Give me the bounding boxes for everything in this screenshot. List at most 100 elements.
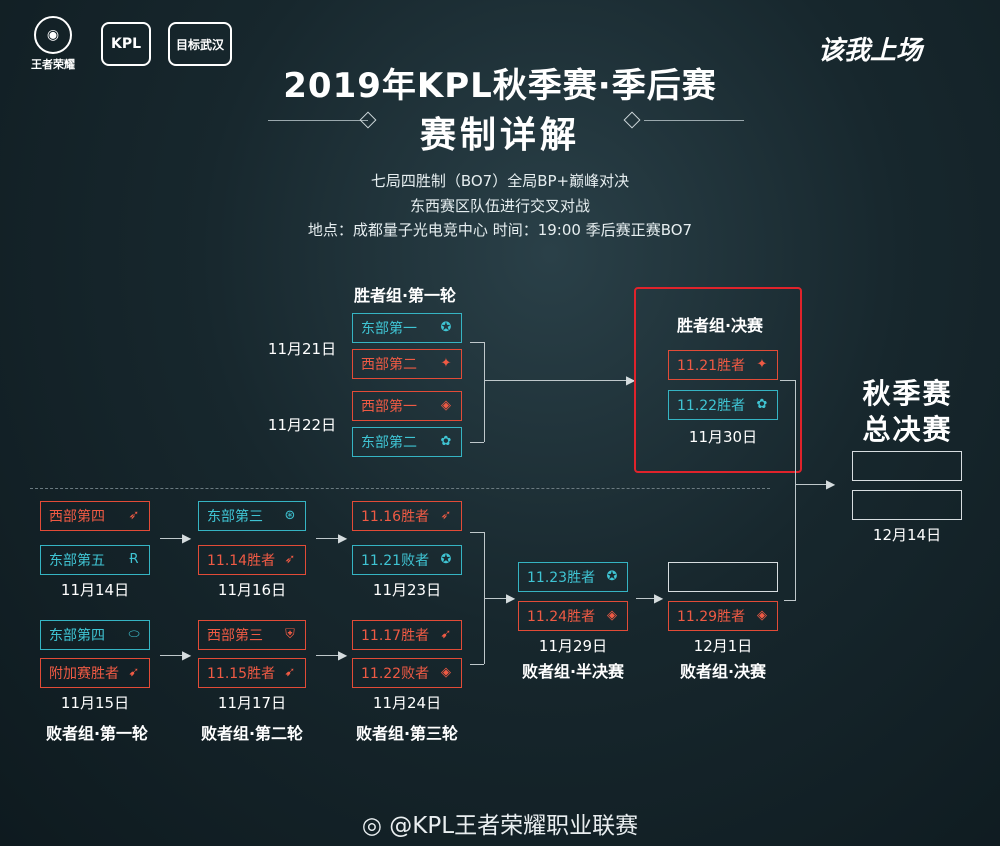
match-box-label: 东部第四 bbox=[49, 628, 105, 644]
team-logo-icon: ✦ bbox=[440, 356, 452, 371]
grand-final-date: 12月14日 bbox=[872, 526, 942, 544]
team-logo-icon: ✪ bbox=[606, 569, 618, 584]
team-logo-icon: ⬭ bbox=[128, 627, 140, 642]
info-line-3: 地点：成都量子光电竞中心 时间：19:00 季后赛正赛BO7 bbox=[307, 221, 693, 239]
match-box-label: 11.15胜者 bbox=[207, 666, 276, 682]
match-box-west-1: 西部第一 ◈ bbox=[352, 391, 462, 421]
info-line-2: 东西赛区队伍进行交叉对战 bbox=[409, 197, 590, 215]
connector bbox=[316, 655, 342, 656]
connector bbox=[160, 538, 186, 539]
losers-r1-title: 败者组·第一轮 bbox=[45, 724, 149, 743]
connector bbox=[470, 342, 484, 343]
match-box-label: 西部第二 bbox=[361, 357, 417, 373]
connector bbox=[636, 598, 658, 599]
connector bbox=[470, 532, 484, 533]
losers-final-winner-1129: 11.29胜者◈ bbox=[668, 601, 778, 631]
losers-r3-loser-1121: 11.21败者✪ bbox=[352, 545, 462, 575]
connector bbox=[470, 442, 484, 443]
losers-r2-east-3: 东部第三 ⊛ bbox=[198, 501, 306, 531]
losers-semi-title: 败者组·半决赛 bbox=[521, 662, 625, 681]
wangzhe-logo-text: 王者荣耀 bbox=[31, 58, 75, 71]
team-logo-icon: ➶ bbox=[128, 508, 140, 523]
match-box-label: 11.22败者 bbox=[361, 666, 430, 682]
connector bbox=[470, 664, 484, 665]
winners-final-title: 胜者组·决赛 bbox=[676, 316, 764, 335]
arrow-icon: ▶ bbox=[654, 591, 664, 605]
connector bbox=[795, 380, 796, 600]
kpl-logo: KPL bbox=[96, 16, 156, 72]
losers-r2-date-a: 11月16日 bbox=[217, 581, 287, 599]
losers-r3-loser-1122: 11.22败者 ◈ bbox=[352, 658, 462, 688]
match-box-label: 11.22胜者 bbox=[677, 398, 746, 414]
losers-r1-date-b: 11月15日 bbox=[60, 694, 130, 712]
ornament-line-left bbox=[268, 120, 368, 121]
losers-semi-winner-1124: 11.24胜者 ◈ bbox=[518, 601, 628, 631]
losers-r2-west-3: 西部第三⛨ bbox=[198, 620, 306, 650]
losers-r2-title: 败者组·第二轮 bbox=[200, 724, 304, 743]
losers-r1-date-a: 11月14日 bbox=[60, 581, 130, 599]
match-box-label: 11.23胜者 bbox=[527, 570, 596, 586]
match-box-label: 11.21胜者 bbox=[677, 358, 746, 374]
connector bbox=[780, 380, 795, 381]
team-logo-icon: ⛨ bbox=[285, 627, 295, 642]
info-line-1: 七局四胜制（BO7）全局BP+巅峰对决 bbox=[370, 172, 630, 190]
match-box-label: 11.24胜者 bbox=[527, 609, 596, 625]
grand-final-slot-1 bbox=[852, 451, 962, 481]
losers-semi-date: 11月29日 bbox=[538, 637, 608, 655]
losers-final-slot-1 bbox=[668, 562, 778, 592]
winners-final-highlight bbox=[634, 287, 802, 473]
team-logo-icon: ✪ bbox=[440, 552, 452, 567]
connector bbox=[484, 342, 485, 442]
weibo-handle: @KPL王者荣耀职业联赛 bbox=[389, 813, 639, 839]
match-box-label: 11.16胜者 bbox=[361, 509, 430, 525]
winners-r1-title: 胜者组·第一轮 bbox=[353, 286, 457, 305]
match-box-east-2: 东部第二✿ bbox=[352, 427, 462, 457]
mubiao-logo: 目标武汉 bbox=[166, 18, 234, 70]
match-box-label: 西部第一 bbox=[361, 399, 417, 415]
arrow-icon: ▶ bbox=[626, 373, 636, 387]
grand-final-title-1: 秋季赛 bbox=[862, 377, 953, 410]
losers-r1-east-4: 东部第四 ⬭ bbox=[40, 620, 150, 650]
match-box-west-2: 西部第二 ✦ bbox=[352, 349, 462, 379]
team-logo-icon: ◈ bbox=[441, 665, 451, 680]
winners-r1-date-b: 11月22日 bbox=[267, 416, 337, 434]
connector bbox=[316, 538, 342, 539]
winners-final-slot-1: 11.21胜者✦ bbox=[668, 350, 778, 380]
match-box-label: 西部第四 bbox=[49, 509, 105, 525]
winners-r1-date-a: 11月21日 bbox=[267, 340, 337, 358]
arrow-icon: ▶ bbox=[338, 648, 348, 662]
match-box-label: 东部第三 bbox=[207, 509, 263, 525]
team-logo-icon: ➹ bbox=[440, 627, 452, 642]
losers-r3-winner-1116: 11.16胜者➶ bbox=[352, 501, 462, 531]
arrow-icon: ▶ bbox=[182, 531, 192, 545]
grand-final-title-2: 总决赛 bbox=[862, 413, 953, 446]
losers-final-date: 12月1日 bbox=[693, 637, 753, 655]
match-box-label: 11.17胜者 bbox=[361, 628, 430, 644]
wangzhe-logo: ◉ 王者荣耀 bbox=[18, 14, 88, 74]
arrow-icon: ▶ bbox=[506, 591, 516, 605]
losers-semi-winner-1123: 11.23胜者 ✪ bbox=[518, 562, 628, 592]
team-logo-icon: ✿ bbox=[756, 397, 768, 412]
losers-r3-date-b: 11月24日 bbox=[372, 694, 442, 712]
weibo-icon: ◎ bbox=[361, 813, 390, 839]
connector bbox=[484, 380, 634, 381]
match-box-label: 东部第五 bbox=[49, 553, 105, 569]
winners-final-date: 11月30日 bbox=[688, 428, 758, 446]
grand-final-slot-2 bbox=[852, 490, 962, 520]
match-box-label: 11.29胜者 bbox=[677, 609, 746, 625]
team-logo-icon: ➹ bbox=[284, 665, 296, 680]
weibo-footer: ◎ @KPL王者荣耀职业联赛 bbox=[0, 806, 1000, 840]
losers-r3-title: 败者组·第三轮 bbox=[355, 724, 459, 743]
team-logo-icon: ✿ bbox=[440, 434, 452, 449]
team-logo-icon: ⊛ bbox=[284, 508, 296, 523]
match-box-east-1: 东部第一✪ bbox=[352, 313, 462, 343]
team-logo-icon: ◈ bbox=[441, 398, 451, 413]
team-logo-icon: ✪ bbox=[440, 320, 452, 335]
team-logo-icon: ◈ bbox=[607, 608, 617, 623]
losers-r2-date-b: 11月17日 bbox=[217, 694, 287, 712]
team-logo-icon: ➹ bbox=[128, 665, 140, 680]
connector bbox=[795, 484, 830, 485]
ornament-line-right bbox=[644, 120, 744, 121]
connector bbox=[160, 655, 186, 656]
